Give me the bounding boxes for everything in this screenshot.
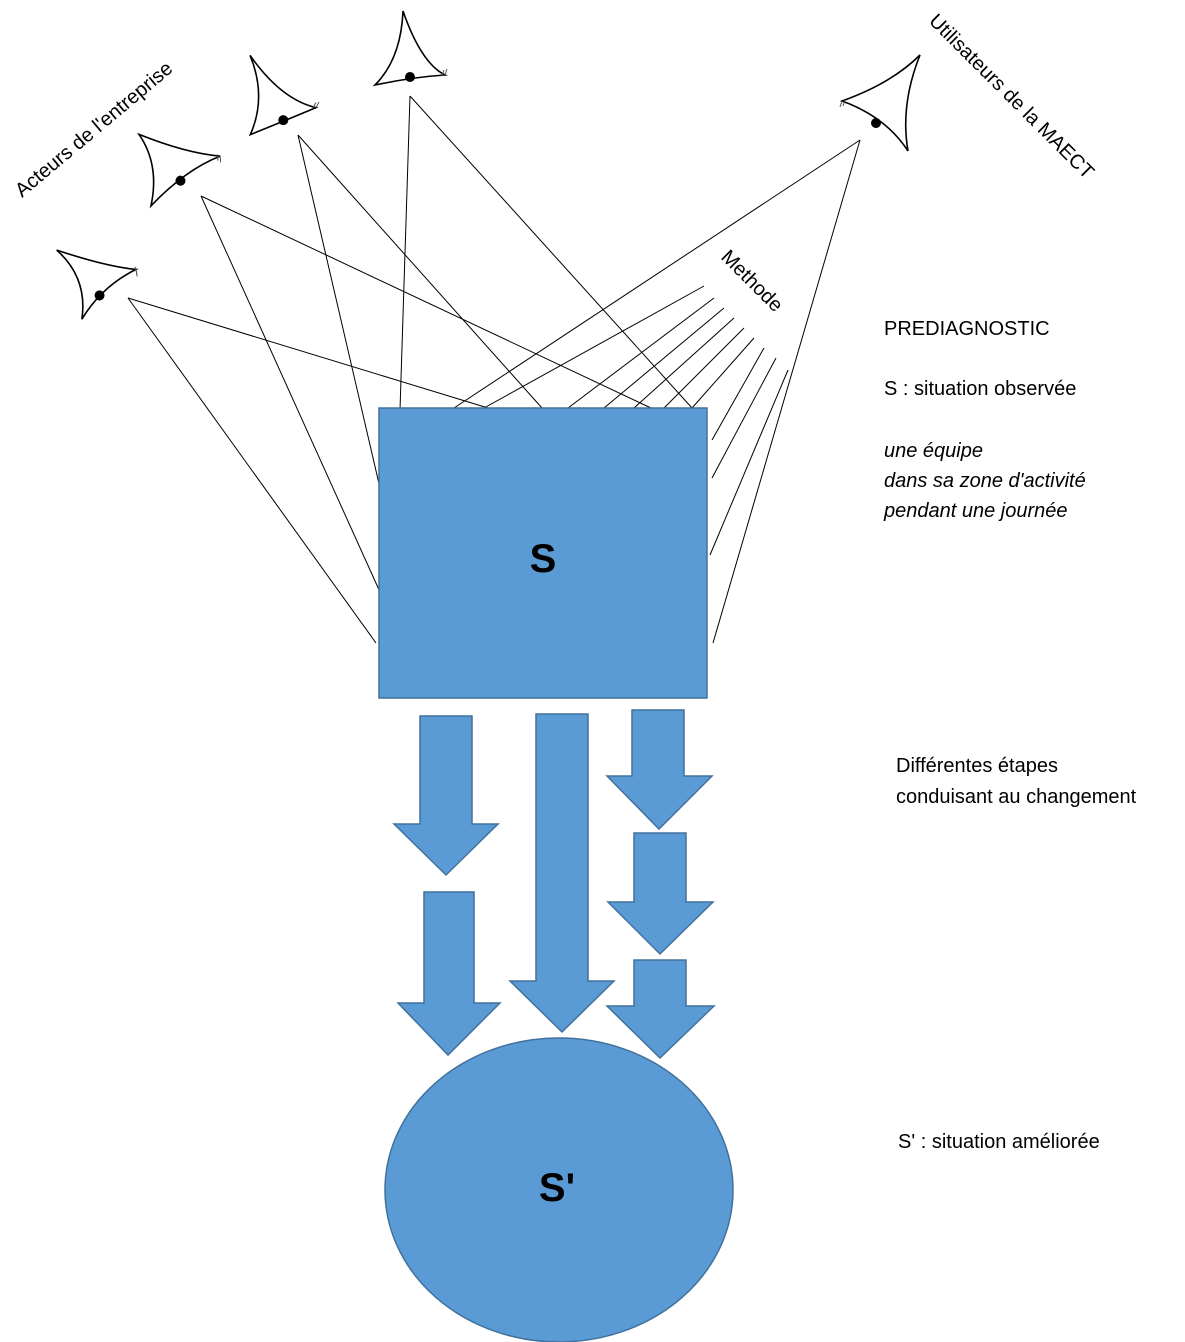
method-line	[711, 357, 777, 479]
sight-line	[200, 195, 652, 409]
step-arrows	[392, 709, 716, 1060]
method-line	[663, 327, 745, 409]
eye-icon	[839, 54, 921, 152]
eye-icon	[56, 249, 139, 320]
eye-icon	[136, 132, 222, 209]
method-line	[483, 285, 705, 409]
method-line	[709, 369, 789, 556]
sight-lines	[127, 95, 861, 644]
sight-line	[297, 134, 381, 489]
method-line	[603, 307, 725, 409]
sight-line	[409, 95, 693, 409]
sight-line	[127, 297, 377, 644]
step-arrow	[605, 959, 716, 1060]
step-arrow	[605, 709, 714, 831]
users-label: Utilisateurs de la MAECT	[924, 10, 1098, 184]
s-detail-line-1: une équipe	[884, 440, 983, 462]
sight-line	[399, 95, 411, 411]
step-arrow	[392, 715, 500, 877]
situation-s-prime-label: S'	[539, 1166, 575, 1210]
method-line	[691, 337, 755, 409]
situation-s-box	[378, 407, 708, 699]
step-arrow	[396, 891, 502, 1057]
steps-line-2: conduisant au changement	[896, 786, 1137, 808]
s-prime-definition: S' : situation améliorée	[898, 1131, 1100, 1153]
sight-line	[127, 297, 489, 409]
actors-label: Acteurs de l'entreprise	[11, 57, 177, 201]
steps-line-1: Différentes étapes	[896, 755, 1058, 777]
eye-icon	[372, 10, 449, 87]
step-arrow	[508, 713, 616, 1034]
method-line	[711, 347, 765, 441]
step-arrow	[606, 832, 715, 956]
prediagnostic-title: PREDIAGNOSTIC	[884, 318, 1050, 340]
situation-s-label: S	[530, 537, 557, 581]
s-definition: S : situation observée	[884, 378, 1076, 400]
method-lines	[483, 285, 789, 556]
sight-line	[200, 195, 381, 593]
s-detail-line-2: dans sa zone d'activité	[884, 470, 1086, 492]
sight-line	[712, 139, 861, 644]
eye-icon	[248, 54, 320, 137]
method-line	[567, 297, 715, 409]
method-label: Methode	[716, 246, 787, 317]
sight-line	[297, 134, 543, 409]
situation-s-prime-ellipse	[384, 1037, 734, 1342]
s-detail-line-3: pendant une journée	[883, 500, 1068, 522]
method-line	[633, 317, 735, 409]
sight-line	[453, 139, 861, 409]
